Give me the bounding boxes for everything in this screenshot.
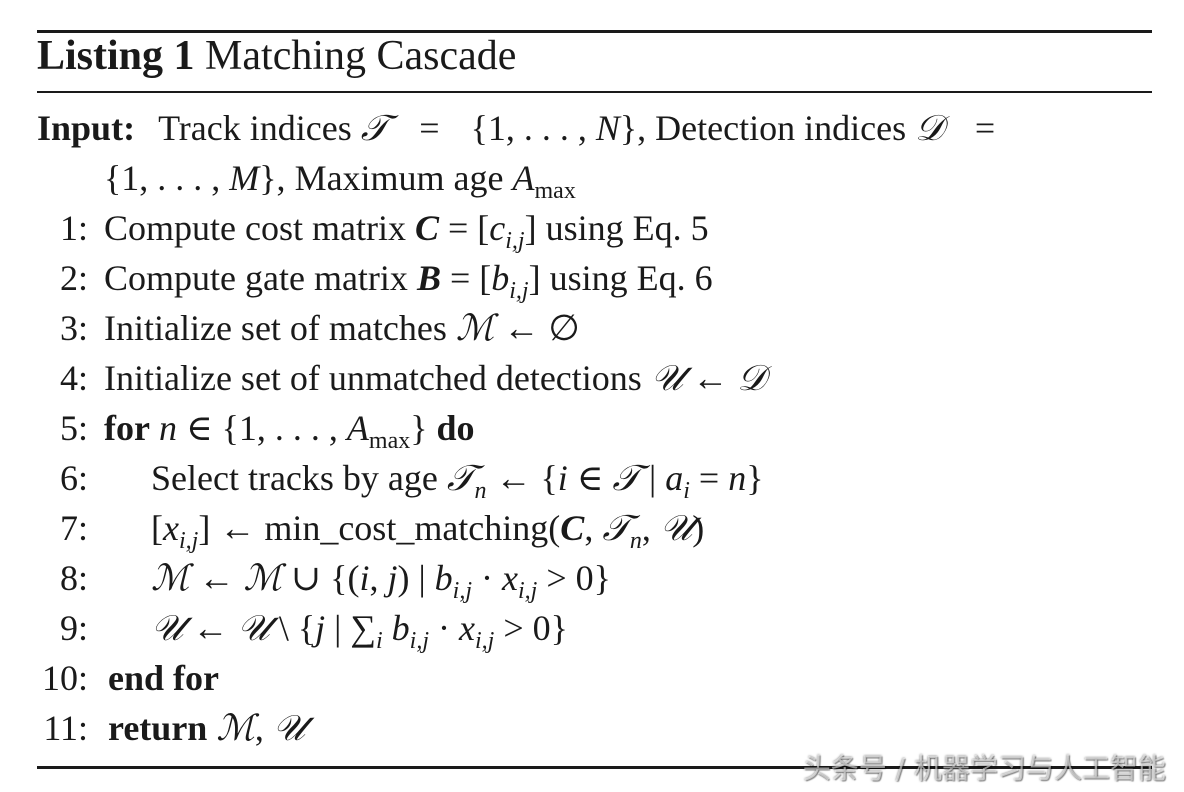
step-code: Initialize set of matches ℳ ← ∅: [104, 308, 580, 349]
step-number: 11:: [43, 708, 88, 748]
step-code: end for: [108, 658, 219, 698]
step-text: Select tracks by age: [151, 458, 438, 498]
step-code: for n ∈ {1, . . . , Amax} do: [104, 408, 475, 454]
step-number: 2:: [59, 258, 88, 298]
listing-name: Matching Cascade: [205, 33, 517, 79]
function-name: min_cost_matching: [264, 508, 549, 548]
step-text: Compute cost matrix: [104, 208, 406, 248]
mid-rule: [37, 91, 1152, 93]
step-number: 6:: [59, 458, 88, 498]
math-D: 𝒟: [915, 108, 944, 149]
step-number: 4:: [59, 358, 88, 398]
watermark: 头条号 / 机器学习与人工智能: [802, 752, 1166, 785]
input-age-text: Maximum age: [294, 158, 504, 198]
step-code: Initialize set of unmatched detections 𝒰…: [104, 358, 766, 399]
step-code: Compute cost matrix C = [ci,j] using Eq.…: [104, 208, 709, 254]
step-text-post: using Eq. 6: [549, 258, 713, 298]
step-number: 5:: [59, 408, 88, 448]
keyword-do: do: [436, 408, 475, 448]
input-line-cont: {1, . . . , M}, Maximum age Amax: [104, 158, 576, 204]
step-number: 8:: [59, 558, 88, 598]
step-code: 𝒰 ← 𝒰 \ {j | ∑i bi,j · xi,j > 0}: [151, 608, 568, 654]
keyword-for: for: [104, 408, 150, 448]
bottom-rule: [37, 766, 1152, 769]
keyword-return: return: [108, 708, 208, 748]
listing-label: Listing 1: [37, 33, 195, 79]
step-text: Initialize set of matches: [104, 308, 447, 348]
step-text: Compute gate matrix: [104, 258, 408, 298]
input-detection-text: Detection indices: [655, 108, 907, 148]
step-code: ℳ ← ℳ ∪ {(i, j) | bi,j · xi,j > 0}: [151, 558, 611, 604]
step-code: Select tracks by age 𝒯n ← {i ∈ 𝒯 | ai = …: [151, 458, 764, 504]
step-number: 9:: [59, 608, 88, 648]
listing-title: Listing 1 Matching Cascade: [37, 32, 516, 80]
step-code: Compute gate matrix B = [bi,j] using Eq.…: [104, 258, 713, 304]
step-code: [xi,j] ← min_cost_matching(C, 𝒯n, 𝒰): [151, 508, 705, 554]
step-text-post: using Eq. 5: [545, 208, 709, 248]
step-number: 7:: [59, 508, 88, 548]
keyword-end-for: end for: [108, 658, 219, 698]
input-keyword: Input:: [37, 108, 136, 148]
input-line: Input: Track indices 𝒯 = {1, . . . , N},…: [37, 108, 996, 149]
step-text: Initialize set of unmatched detections: [104, 358, 642, 398]
top-rule: [37, 30, 1152, 33]
step-code: return ℳ, 𝒰: [108, 708, 306, 749]
input-track-text: Track indices: [158, 108, 352, 148]
math-T: 𝒯: [360, 108, 389, 149]
step-number: 10:: [41, 658, 88, 698]
step-number: 3:: [59, 308, 88, 348]
step-number: 1:: [59, 208, 88, 248]
